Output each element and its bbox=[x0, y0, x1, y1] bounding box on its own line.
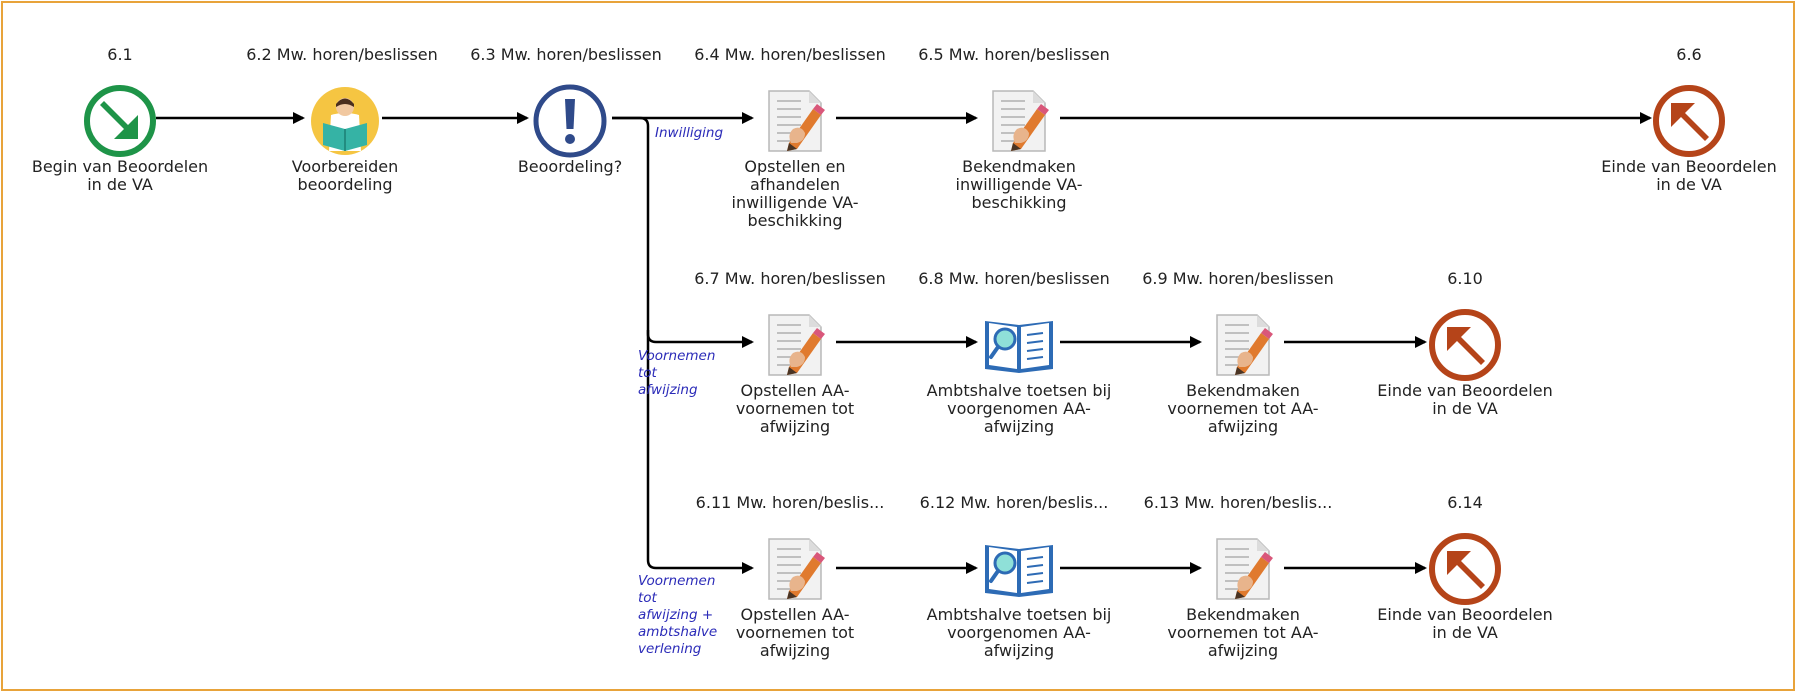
node-label-line: inwilligende VA- bbox=[731, 193, 859, 212]
node-header: 6.12 Mw. horen/beslis... bbox=[919, 493, 1109, 512]
node-label-line: Beoordeling? bbox=[517, 157, 623, 176]
node-label-line: Bekendmaken bbox=[1186, 605, 1300, 624]
node-header: 6.1 bbox=[107, 45, 133, 64]
node-label-line: Bekendmaken bbox=[1186, 381, 1300, 400]
node-label-line: Opstellen AA- bbox=[740, 605, 850, 624]
edge-6.3-6.11 bbox=[646, 330, 754, 574]
node-label-line: Opstellen en bbox=[744, 157, 846, 176]
branch-label-line: tot bbox=[638, 590, 657, 606]
node-header: 6.7 Mw. horen/beslissen bbox=[694, 269, 886, 288]
document-pencil-icon bbox=[768, 538, 825, 600]
node-label-line: in de VA bbox=[1432, 399, 1498, 418]
node-label-line: Voorbereiden bbox=[291, 157, 399, 176]
node-label-line: afwijzing bbox=[759, 417, 831, 436]
node-header: 6.6 bbox=[1676, 45, 1702, 64]
book-magnifier-icon bbox=[985, 321, 1053, 373]
node-label-line: Ambtshalve toetsen bij bbox=[926, 381, 1112, 400]
node-label-line: Einde van Beoordelen bbox=[1377, 381, 1553, 400]
node-label-line: afhandelen bbox=[750, 175, 840, 194]
node-header: 6.14 bbox=[1447, 493, 1483, 512]
node-header: 6.4 Mw. horen/beslissen bbox=[694, 45, 886, 64]
node-label-line: Einde van Beoordelen bbox=[1377, 605, 1553, 624]
node-label-line: in de VA bbox=[1432, 623, 1498, 642]
node-label-line: Opstellen AA- bbox=[740, 381, 850, 400]
node-label-line: Ambtshalve toetsen bij bbox=[926, 605, 1112, 624]
node-label-line: voornemen tot AA- bbox=[1167, 623, 1319, 642]
node-label-line: afwijzing bbox=[983, 417, 1055, 436]
branch-label-line: Inwilliging bbox=[655, 125, 724, 141]
node-header: 6.5 Mw. horen/beslissen bbox=[918, 45, 1110, 64]
node-label-line: voorgenomen AA- bbox=[947, 623, 1091, 642]
reader-person-icon bbox=[311, 87, 379, 155]
end-event-icon bbox=[1429, 533, 1501, 605]
book-magnifier-icon bbox=[985, 545, 1053, 597]
branch-label-line: afwijzing + bbox=[638, 607, 714, 623]
node-label-line: inwilligende VA- bbox=[955, 175, 1083, 194]
branch-label-line: Voornemen bbox=[638, 573, 716, 589]
node-label-line: Bekendmaken bbox=[962, 157, 1076, 176]
branch-label-line: Voornemen bbox=[638, 348, 716, 364]
end-event-icon bbox=[1429, 309, 1501, 381]
node-header: 6.9 Mw. horen/beslissen bbox=[1142, 269, 1334, 288]
document-pencil-icon bbox=[992, 90, 1049, 152]
node-label-line: in de VA bbox=[1656, 175, 1722, 194]
edge-6.3-6.7 bbox=[612, 116, 754, 348]
node-header: 6.13 Mw. horen/beslis... bbox=[1143, 493, 1333, 512]
node-label-line: beoordeling bbox=[297, 175, 393, 194]
node-label-line: Einde van Beoordelen bbox=[1601, 157, 1777, 176]
node-label-line: afwijzing bbox=[1207, 417, 1279, 436]
node-header: 6.8 Mw. horen/beslissen bbox=[918, 269, 1110, 288]
document-pencil-icon bbox=[1216, 314, 1273, 376]
node-label-line: beschikking bbox=[747, 211, 843, 230]
node-label-line: voornemen tot bbox=[735, 399, 855, 418]
start-event-icon bbox=[84, 85, 156, 157]
node-label-line: afwijzing bbox=[983, 641, 1055, 660]
node-label-line: voornemen tot AA- bbox=[1167, 399, 1319, 418]
node-header: 6.3 Mw. horen/beslissen bbox=[470, 45, 662, 64]
node-header: 6.2 Mw. horen/beslissen bbox=[246, 45, 438, 64]
node-label-line: Begin van Beoordelen bbox=[31, 157, 209, 176]
branch-label-line: verlening bbox=[638, 641, 702, 657]
node-header: 6.11 Mw. horen/beslis... bbox=[695, 493, 885, 512]
branch-label-line: ambtshalve bbox=[638, 624, 718, 640]
node-label-line: afwijzing bbox=[1207, 641, 1279, 660]
node-label-line: in de VA bbox=[87, 175, 153, 194]
node-label-line: afwijzing bbox=[759, 641, 831, 660]
branch-label-line: afwijzing bbox=[638, 382, 698, 398]
exclamation-gateway-icon bbox=[533, 84, 607, 158]
node-label-line: voorgenomen AA- bbox=[947, 399, 1091, 418]
end-event-icon bbox=[1653, 85, 1725, 157]
document-pencil-icon bbox=[768, 90, 825, 152]
document-pencil-icon bbox=[768, 314, 825, 376]
document-pencil-icon bbox=[1216, 538, 1273, 600]
node-label-line: beschikking bbox=[971, 193, 1067, 212]
node-label-line: voornemen tot bbox=[735, 623, 855, 642]
node-header: 6.10 bbox=[1447, 269, 1483, 288]
branch-label-line: tot bbox=[638, 365, 657, 381]
